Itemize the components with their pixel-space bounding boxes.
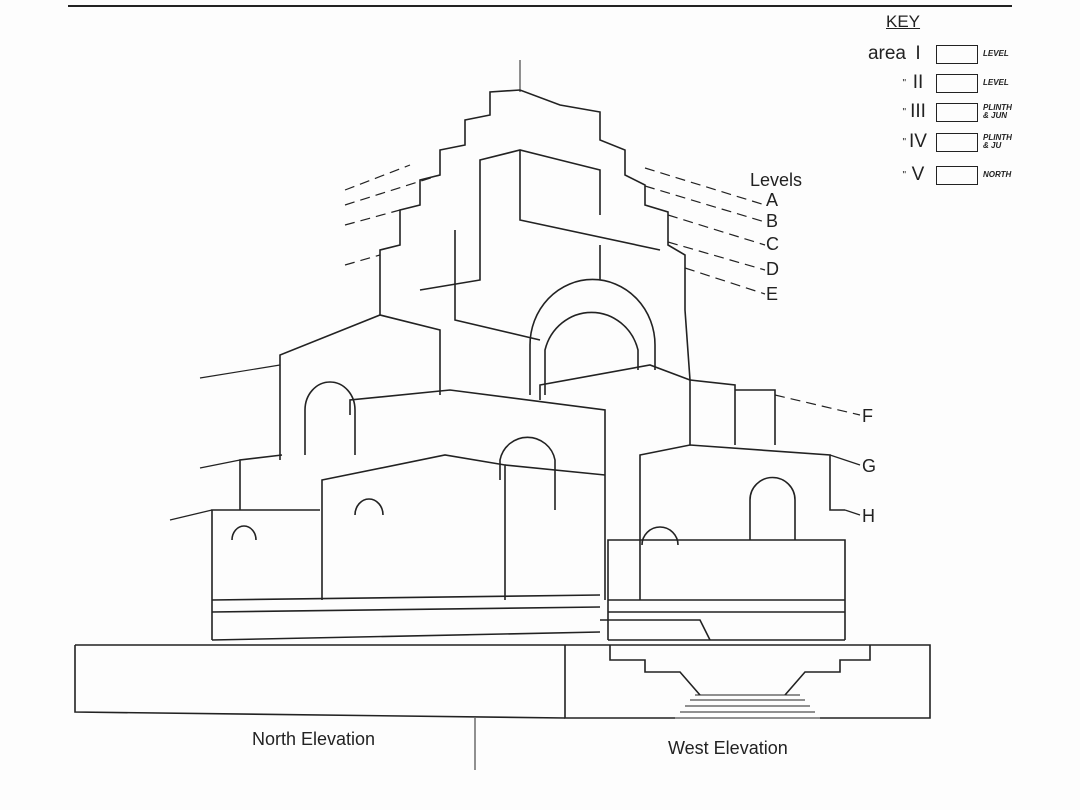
key-swatch	[936, 165, 978, 185]
key-row: " III PLINTH & JUN	[858, 101, 1013, 123]
level-label-f: F	[862, 406, 873, 426]
north-elevation-caption: North Elevation	[252, 729, 376, 749]
level-label-e: E	[766, 284, 779, 304]
main-arch	[529, 278, 656, 395]
levels-title: Levels	[750, 170, 803, 190]
key-prefix: area	[867, 43, 906, 64]
level-label-a: A	[766, 190, 779, 210]
key-desc: PLINTH & JUN	[983, 104, 1012, 120]
steps	[675, 694, 820, 719]
north-base	[74, 645, 566, 719]
key-desc: LEVEL	[983, 79, 1009, 87]
key-title: KEY	[886, 12, 921, 31]
key-row: " V NORTH	[858, 164, 1013, 186]
key-swatch	[936, 44, 978, 64]
key-desc: NORTH	[983, 171, 1012, 179]
key-prefix: "	[902, 169, 906, 181]
key-swatch	[936, 132, 978, 152]
west-elevation-caption: West Elevation	[668, 738, 788, 758]
key-desc: LEVEL	[983, 50, 1009, 58]
key-swatch	[936, 102, 978, 122]
key-row: area I LEVEL	[858, 43, 1013, 65]
level-label-b: B	[766, 211, 779, 231]
key-prefix: "	[902, 77, 906, 89]
key-desc: PLINTH & JU	[983, 134, 1012, 150]
key-prefix: "	[902, 106, 906, 118]
key-numeral: IV	[909, 131, 927, 152]
key-numeral: I	[915, 43, 921, 64]
plinth-north	[211, 509, 320, 640]
key-numeral: III	[910, 101, 926, 122]
key-prefix: "	[902, 136, 906, 148]
level-label-g: G	[862, 456, 877, 476]
key-numeral: II	[912, 72, 924, 93]
level-label-h: H	[862, 506, 875, 526]
key-row: " II LEVEL	[858, 72, 1013, 94]
key-row: " IV PLINTH & JU	[858, 131, 1013, 153]
level-label-c: C	[766, 234, 779, 254]
key-swatch	[936, 73, 978, 93]
level-lines	[344, 164, 861, 416]
west-base	[565, 644, 931, 719]
level-label-d: D	[766, 259, 779, 279]
key-numeral: V	[911, 164, 925, 185]
